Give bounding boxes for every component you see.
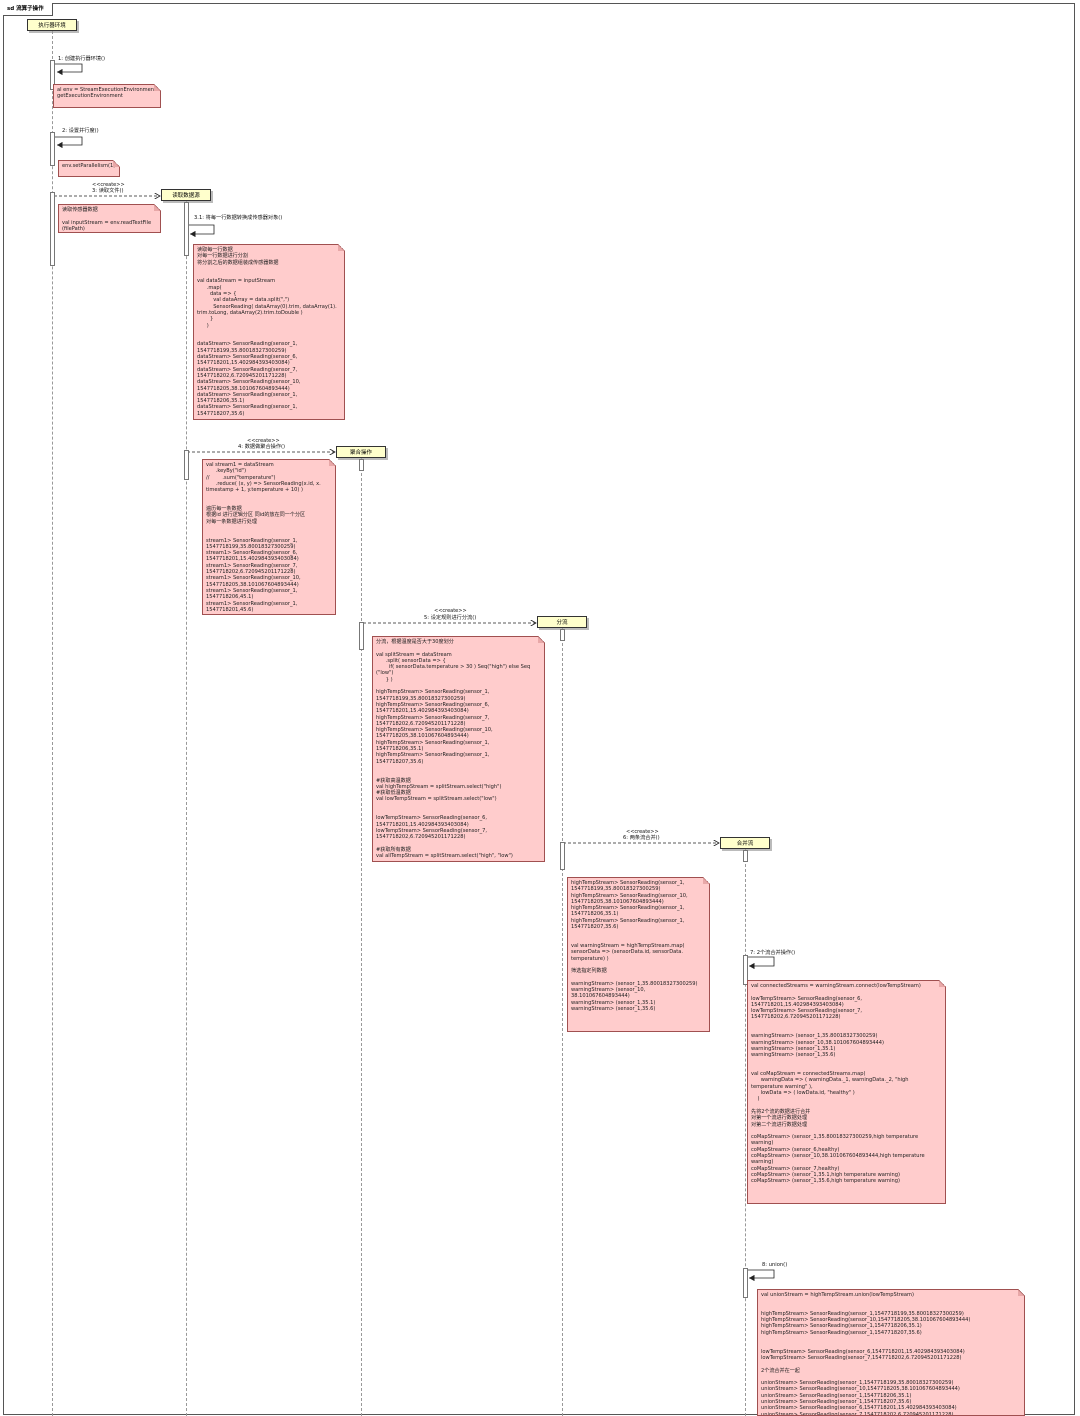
- message-8-label: 8: union(): [762, 1262, 788, 1268]
- message-2-label: 2: 设置并行度(): [62, 128, 99, 134]
- message-3-1-arrow: [187, 224, 215, 238]
- activation-agg-2: [359, 622, 364, 650]
- lifeline-head-source[interactable]: 读取数据源: [161, 189, 211, 201]
- message-5-stereotype: <<create>>: [434, 608, 467, 614]
- note-warning-map: highTempStream> SensorReading(sensor_1, …: [567, 877, 710, 1032]
- lifeline-merge: [745, 849, 746, 1416]
- lifeline-head-agg[interactable]: 聚合操作: [336, 446, 386, 458]
- message-8-arrow: [746, 1269, 775, 1282]
- note-aggregate: val stream1 = dataStream .keyBy("id") //…: [202, 459, 336, 615]
- note-fold-corner: [338, 244, 345, 251]
- message-1-label: 1: 创建执行器环境(): [58, 56, 106, 62]
- message-4-stereotype: <<create>>: [247, 438, 280, 444]
- activation-split-1: [560, 629, 565, 641]
- note-env-create: al env = StreamExecutionEnvironment. get…: [53, 84, 161, 108]
- message-6-stereotype: <<create>>: [626, 829, 659, 835]
- note-fold-corner: [154, 84, 161, 91]
- note-fold-corner: [703, 877, 710, 884]
- activation-source-1: [184, 202, 189, 256]
- note-fold-corner: [329, 459, 336, 466]
- note-map-sensor: 读取每一行数据 对每一行数据进行分割 将分割之后的数据组装成传感器数据 val …: [193, 244, 345, 420]
- lifeline-head-merge[interactable]: 合并流: [720, 837, 770, 849]
- lifeline-head-env[interactable]: 执行器环境: [27, 19, 77, 31]
- activation-merge-3: [743, 1268, 748, 1298]
- lifeline-agg: [361, 458, 362, 1416]
- activation-env-1: [50, 60, 55, 90]
- activation-agg-1: [359, 459, 364, 471]
- message-3-stereotype: <<create>>: [92, 182, 125, 188]
- note-fold-corner: [154, 204, 161, 211]
- note-env-parallelism: env.setParallelism(1): [58, 160, 120, 177]
- activation-source-2: [184, 450, 189, 480]
- note-split: 分流，根据温度是否大于30度划分 val splitStream = dataS…: [372, 636, 545, 862]
- note-connect-comap: val connectedStreams = warningStream.con…: [747, 980, 946, 1204]
- message-3-label: 3: 读取文件(): [92, 188, 124, 194]
- activation-env-2: [50, 132, 55, 166]
- lifeline-split: [562, 628, 563, 1416]
- note-fold-corner: [939, 980, 946, 987]
- lifeline-head-split[interactable]: 分流: [537, 616, 587, 628]
- note-read-file: 读取传感器数据 val inputStream = env.readTextFi…: [58, 204, 161, 233]
- activation-merge-1: [743, 850, 748, 862]
- lifeline-source: [186, 201, 187, 1416]
- message-6-label: 6: 两条流合并(): [623, 835, 660, 841]
- note-union: val unionStream = highTempStream.union(l…: [757, 1289, 1025, 1416]
- note-fold-corner: [113, 160, 120, 167]
- lifeline-env: [52, 31, 53, 1416]
- message-7-arrow: [746, 956, 775, 970]
- message-5-label: 5: 设定规则进行分流(): [424, 615, 477, 621]
- message-7-label: 7: 2个流合并操作(): [750, 950, 796, 956]
- message-2-arrow: [54, 136, 83, 149]
- sequence-diagram-frame: [3, 3, 1075, 1415]
- note-fold-corner: [1018, 1289, 1025, 1296]
- activation-split-2: [560, 842, 565, 870]
- message-1-arrow: [54, 63, 83, 76]
- message-4-label: 4: 数据做聚合操作(): [238, 444, 286, 450]
- activation-merge-2: [743, 955, 748, 985]
- activation-env-3: [50, 192, 55, 266]
- message-3-1-label: 3.1: 将每一行数据转换成传感器对象(): [194, 215, 283, 221]
- frame-title: sd 流算子操作: [3, 3, 53, 16]
- note-fold-corner: [538, 636, 545, 643]
